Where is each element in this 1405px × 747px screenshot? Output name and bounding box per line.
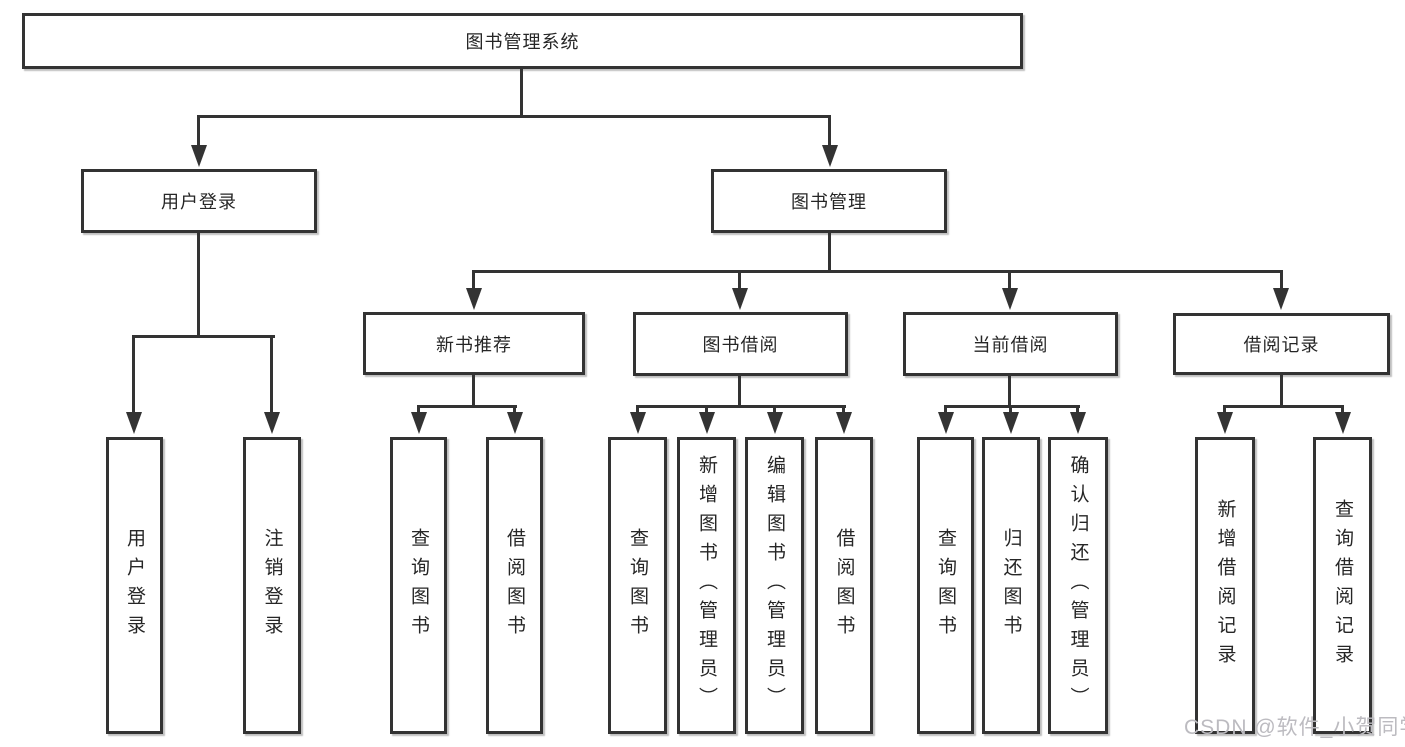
connector-arrowhead [191,145,207,167]
node-label: 编辑图书（管理员） [764,455,785,716]
connector-line [944,405,1080,408]
node-label: 查询图书 [627,527,648,644]
connector-line [417,405,517,408]
leaf-newbook-borrow-book: 借阅图书 [486,437,543,734]
node-label: 归还图书 [1000,527,1022,644]
connector-arrowhead [938,412,954,434]
connector-arrowhead [836,412,852,434]
connector-arrowhead [1335,412,1351,434]
connector-line [520,69,523,118]
connector-line [828,233,831,273]
connector-line [197,115,831,118]
node-label: 用户登录 [161,192,237,212]
node-label: 确认归还（管理员） [1067,455,1089,716]
connector-line [1223,405,1226,414]
connector-line [472,270,1283,273]
node-label: 当前借阅 [972,335,1049,355]
connector-line [132,335,135,413]
connector-line [1008,376,1011,408]
leaf-user-login: 用户登录 [106,437,163,734]
connector-line [828,115,831,146]
node-new-book-recommend: 新书推荐 [363,312,585,375]
node-book-borrowing: 图书借阅 [633,312,848,376]
connector-line [1076,405,1079,414]
node-user-login: 用户登录 [81,169,317,233]
connector-arrowhead [126,412,142,434]
connector-line [842,405,845,414]
connector-line [417,405,420,414]
node-label: 借阅图书 [504,527,525,644]
node-borrow-records: 借阅记录 [1173,313,1390,375]
node-label: 新增图书（管理员） [696,455,717,716]
connector-line [738,376,741,408]
connector-arrowhead [630,412,646,434]
connector-line [773,405,776,414]
node-label: 图书借阅 [702,335,779,355]
connector-line [738,270,741,290]
node-label: 图书管理 [791,192,867,212]
connector-line [1223,405,1344,408]
connector-line [1008,270,1011,290]
connector-line [472,375,475,408]
node-current-borrowing: 当前借阅 [903,312,1118,376]
connector-arrowhead [822,145,838,167]
node-label: 新书推荐 [436,334,512,355]
leaf-records-query-record: 查询借阅记录 [1313,437,1372,734]
connector-line [472,270,475,290]
leaf-newbook-query-book: 查询图书 [390,437,447,734]
connector-line [705,405,708,414]
leaf-current-confirm-return-admin: 确认归还（管理员） [1048,437,1108,734]
connector-arrowhead [466,288,482,310]
connector-arrowhead [264,412,280,434]
connector-arrowhead [1070,412,1086,434]
connector-line [197,115,200,146]
csdn-watermark: CSDN @软件_小贺同学 [1184,716,1405,739]
connector-line [944,405,947,414]
connector-line [1009,405,1012,414]
connector-arrowhead [1273,288,1289,310]
node-label: 借阅记录 [1243,335,1320,355]
leaf-borrowing-query-book: 查询图书 [608,437,667,734]
leaf-borrowing-borrow-book: 借阅图书 [815,437,873,734]
connector-arrowhead [1002,288,1018,310]
node-label: 新增借阅记录 [1214,498,1236,673]
node-label: 图书管理系统 [465,32,580,52]
leaf-logout: 注销登录 [243,437,301,734]
connector-arrowhead [411,412,427,434]
node-label: 查询图书 [935,527,956,644]
connector-line [636,405,846,408]
connector-line [1341,405,1344,414]
leaf-borrowing-add-book-admin: 新增图书（管理员） [677,437,736,734]
leaf-borrowing-edit-book-admin: 编辑图书（管理员） [745,437,804,734]
connector-arrowhead [507,412,523,434]
connector-arrowhead [1003,412,1019,434]
connector-line [1280,375,1283,408]
node-label: 借阅图书 [833,527,855,644]
connector-line [513,405,516,414]
node-label: 用户登录 [124,527,145,644]
node-library-system: 图书管理系统 [22,13,1023,69]
leaf-current-query-book: 查询图书 [917,437,974,734]
node-label: 查询图书 [408,527,429,644]
leaf-records-add-record: 新增借阅记录 [1195,437,1255,734]
connector-line [1280,270,1283,290]
node-label: 查询借阅记录 [1332,498,1353,673]
connector-arrowhead [767,412,783,434]
connector-line [636,405,639,414]
connector-line [197,233,200,338]
connector-line [132,335,275,338]
connector-arrowhead [1217,412,1233,434]
node-label: 注销登录 [261,527,283,644]
node-book-management: 图书管理 [711,169,947,233]
connector-arrowhead [699,412,715,434]
connector-arrowhead [732,288,748,310]
connector-line [270,335,273,413]
leaf-current-return-book: 归还图书 [982,437,1040,734]
